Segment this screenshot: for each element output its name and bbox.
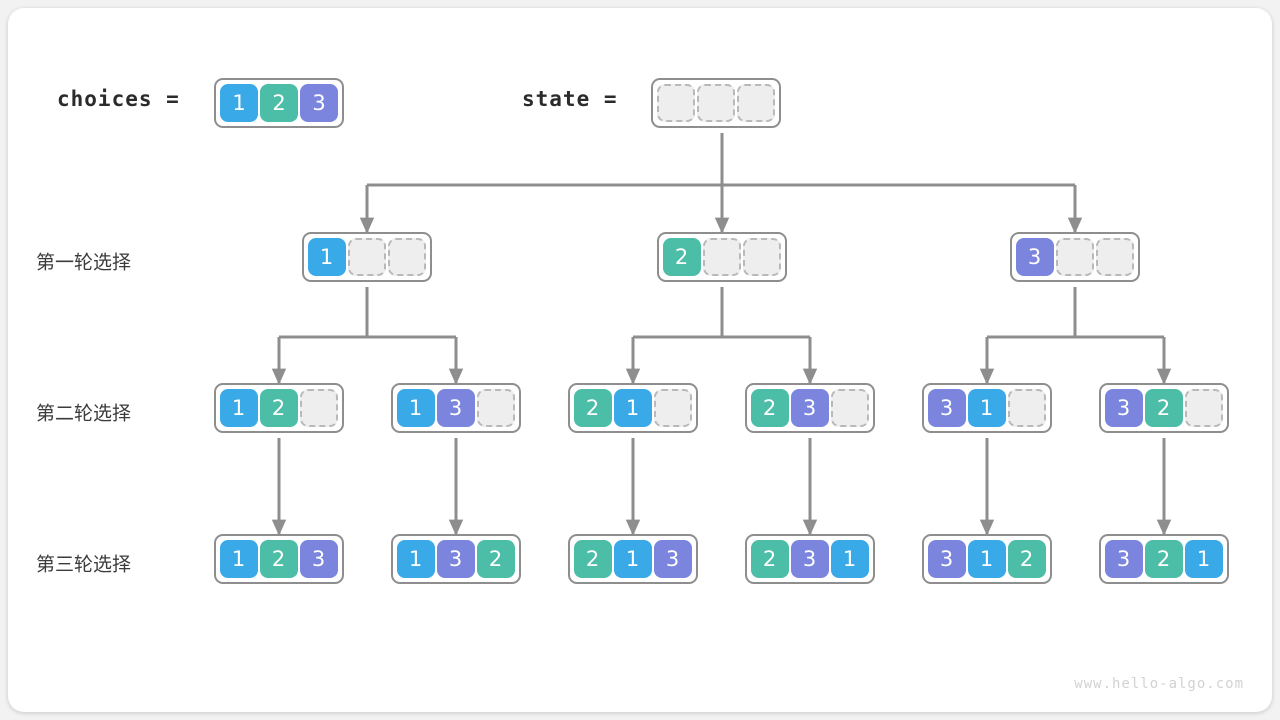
r1n3-cell-0: 3 [1015,238,1054,276]
r2n3-cell-2 [653,389,692,427]
r3n6-cell-1: 2 [1144,540,1183,578]
r2n6-cell-2 [1184,389,1223,427]
diagram-card [8,8,1272,712]
r3n4-cell-0: 2 [750,540,789,578]
choices-cell-1: 2 [260,84,298,122]
state-array [651,78,781,128]
state-array-round-1-node-3: 3 [1009,232,1140,282]
r1n2-cell-2 [742,238,781,276]
r3n5-cell-1: 1 [967,540,1006,578]
r3n1-cell-1: 2 [259,540,298,578]
r2n2-cell-2 [476,389,515,427]
r1n2-cell-1 [702,238,741,276]
r1n3-cell-2 [1095,238,1134,276]
r1n3-cell-1 [1055,238,1094,276]
r3n6-cell-2: 1 [1184,540,1223,578]
row-label-round-3: 第三轮选择 [36,554,132,576]
watermark: www.hello-algo.com [1074,676,1244,692]
r3n2-cell-0: 1 [396,540,435,578]
r3n5-cell-2: 2 [1007,540,1046,578]
r3n3-cell-1: 1 [613,540,652,578]
r3n4-cell-1: 3 [790,540,829,578]
state-array-round-1-node-2: 2 [656,232,787,282]
r2n4-cell-1: 3 [790,389,829,427]
r2n1-cell-1: 2 [259,389,298,427]
r2n2-cell-0: 1 [396,389,435,427]
r2n4-cell-2 [830,389,869,427]
choices-cell-0: 1 [220,84,258,122]
state-cell-1 [697,84,735,122]
r3n1-cell-0: 1 [219,540,258,578]
r1n2-cell-0: 2 [662,238,701,276]
state-cell-0 [657,84,695,122]
r2n1-cell-0: 1 [219,389,258,427]
r3n2-cell-2: 2 [476,540,515,578]
state-cell-2 [737,84,775,122]
choices-label: choices = [57,87,180,111]
r2n6-cell-1: 2 [1144,389,1183,427]
r3n6-cell-0: 3 [1104,540,1143,578]
r1n1-cell-1 [347,238,386,276]
r2n5-cell-2 [1007,389,1046,427]
r2n5-cell-1: 1 [967,389,1006,427]
r2n3-cell-0: 2 [573,389,612,427]
r2n6-cell-0: 3 [1104,389,1143,427]
r2n5-cell-0: 3 [927,389,966,427]
r1n1-cell-2 [387,238,426,276]
row-label-round-2: 第二轮选择 [36,403,132,425]
state-label: state = [522,87,618,111]
r2n3-cell-1: 1 [613,389,652,427]
r2n2-cell-1: 3 [436,389,475,427]
r1n1-cell-0: 1 [307,238,346,276]
r3n3-cell-0: 2 [573,540,612,578]
r3n3-cell-2: 3 [653,540,692,578]
r3n1-cell-2: 3 [299,540,338,578]
state-array-round-1-node-1: 1 [301,232,432,282]
choices-cell-2: 3 [300,84,338,122]
r3n2-cell-1: 3 [436,540,475,578]
row-label-round-1: 第一轮选择 [36,252,132,274]
r3n5-cell-0: 3 [927,540,966,578]
r2n4-cell-0: 2 [750,389,789,427]
r2n1-cell-2 [299,389,338,427]
r3n4-cell-2: 1 [830,540,869,578]
